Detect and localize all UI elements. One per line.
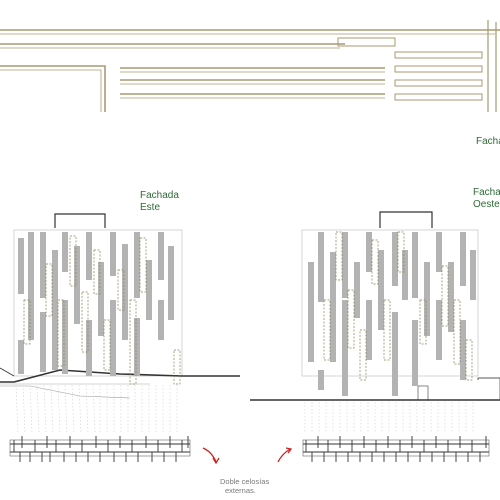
foundation-line bbox=[22, 384, 26, 433]
label-fachada-oeste-1: Facha bbox=[473, 187, 500, 198]
celosia-bar bbox=[158, 232, 164, 280]
dashed-celosia-panel bbox=[45, 263, 53, 317]
celosia-bar bbox=[402, 250, 408, 300]
foundation-line bbox=[64, 384, 68, 433]
celosia-bar bbox=[354, 262, 360, 318]
dashed-celosia-panel bbox=[23, 299, 31, 345]
celosia-bar bbox=[366, 232, 372, 272]
dashed-celosia-panel bbox=[57, 299, 65, 367]
celosia-bar bbox=[342, 300, 348, 396]
foundation-line bbox=[71, 384, 75, 433]
celosia-bar bbox=[424, 262, 430, 336]
celosia-bar bbox=[122, 244, 128, 340]
foundation-line bbox=[15, 384, 19, 433]
celosia-bar bbox=[448, 262, 454, 332]
rotation-arrow-left bbox=[202, 447, 220, 465]
celosia-bar bbox=[318, 370, 324, 390]
foundation-line bbox=[78, 384, 82, 433]
celosia-bar bbox=[146, 260, 152, 320]
celosia-bar bbox=[436, 232, 442, 272]
celosia-bar bbox=[98, 262, 104, 336]
celosia-bar bbox=[52, 250, 58, 370]
celosia-bar bbox=[40, 312, 46, 372]
rotation-arrow-right bbox=[277, 447, 293, 463]
celosia-bar bbox=[378, 250, 384, 330]
dashed-celosia-panel bbox=[93, 249, 101, 295]
celosia-bar bbox=[342, 232, 348, 298]
dashed-celosia-panel bbox=[397, 231, 405, 273]
label-fachada-este-1: Fachada bbox=[140, 190, 179, 201]
celosia-bar bbox=[308, 262, 314, 362]
celosia-bar bbox=[40, 232, 46, 298]
celosia-bar bbox=[74, 246, 80, 324]
dashed-celosia-panel bbox=[335, 231, 343, 281]
celosia-bar bbox=[330, 252, 336, 362]
note-doble-celosias-1: Doble celosías bbox=[220, 477, 270, 486]
foundation-line bbox=[43, 384, 47, 433]
dashed-celosia-panel bbox=[129, 299, 137, 385]
elevation-este bbox=[0, 213, 240, 399]
dashed-celosia-panel bbox=[419, 299, 427, 345]
dashed-celosia-panel bbox=[347, 289, 355, 349]
celosia-bar bbox=[168, 246, 174, 320]
celosia-bar bbox=[18, 238, 24, 294]
plan-drawing bbox=[0, 20, 500, 112]
celosia-bar bbox=[412, 320, 418, 386]
foundation-line bbox=[85, 384, 89, 433]
dashed-celosia-panel bbox=[117, 269, 125, 311]
celosia-bar bbox=[86, 320, 92, 376]
dashed-celosia-panel bbox=[81, 291, 89, 353]
dashed-celosia-panel bbox=[465, 339, 473, 381]
dashed-celosia-panel bbox=[441, 265, 449, 327]
dashed-celosia-panel bbox=[371, 239, 379, 285]
label-fachada-oeste-2: Oeste bbox=[473, 199, 500, 210]
foundation-line bbox=[29, 384, 33, 433]
dashed-celosia-panel bbox=[383, 299, 391, 361]
celosia-bar bbox=[86, 232, 92, 280]
celosia-bar bbox=[110, 232, 116, 276]
celosia-bar bbox=[392, 312, 398, 396]
celosia-bar bbox=[158, 300, 164, 340]
label-fachada-top: Facha bbox=[476, 136, 500, 147]
celosia-bar bbox=[366, 300, 372, 360]
dashed-celosia-panel bbox=[139, 237, 147, 293]
celosia-bar bbox=[318, 232, 324, 302]
celosia-bar bbox=[62, 232, 68, 272]
celosia-bar bbox=[134, 318, 140, 376]
celosia-bar bbox=[134, 232, 140, 298]
celosia-bar bbox=[62, 300, 68, 374]
celosia-bar bbox=[412, 232, 418, 298]
foundation-line bbox=[50, 384, 54, 433]
note-doble-celosias-2: externas. bbox=[225, 486, 256, 495]
celosia-bar bbox=[436, 300, 442, 360]
celosia-bar bbox=[28, 232, 34, 340]
dashed-celosia-panel bbox=[323, 299, 331, 361]
foundation-line bbox=[57, 384, 61, 433]
celosia-bar bbox=[460, 320, 466, 380]
foundation-lines bbox=[15, 384, 474, 433]
label-fachada-este-2: Este bbox=[140, 202, 161, 213]
este-celosia-bars bbox=[18, 232, 181, 385]
foundation-line bbox=[92, 384, 96, 433]
celosia-bar bbox=[460, 232, 466, 286]
celosia-bar bbox=[392, 232, 398, 286]
plan-strip-ticks bbox=[13, 436, 487, 462]
celosia-bar bbox=[110, 300, 116, 376]
celosia-bar bbox=[18, 340, 24, 374]
dashed-celosia-panel bbox=[173, 349, 181, 385]
oeste-celosia-bars bbox=[308, 231, 476, 396]
foundation-line bbox=[36, 384, 40, 433]
celosia-bar bbox=[470, 250, 476, 300]
